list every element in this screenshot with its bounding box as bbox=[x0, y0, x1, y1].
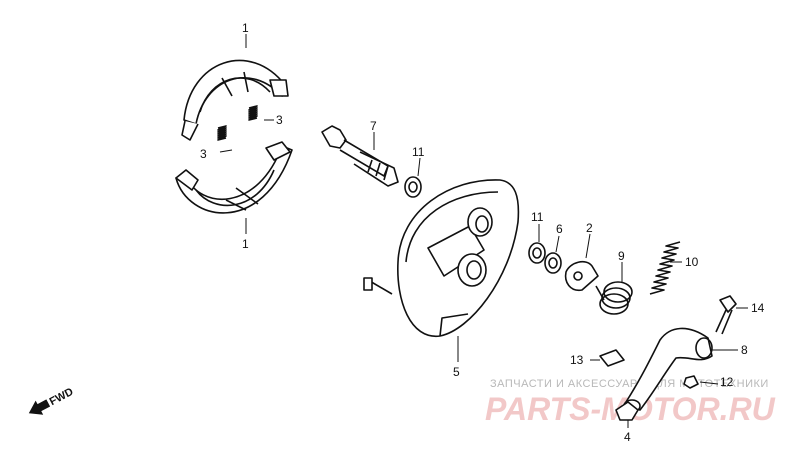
callout-14: 14 bbox=[751, 301, 765, 315]
callout-6: 6 bbox=[556, 222, 563, 236]
callout-9: 9 bbox=[618, 249, 625, 263]
callout-10: 10 bbox=[685, 255, 699, 269]
arm-pin bbox=[599, 349, 625, 367]
watermark-subtitle: ЗАПЧАСТИ И АКСЕССУАРЫ ДЛЯ МОТОТЕХНИКИ bbox=[490, 378, 769, 390]
wear-indicator-plate bbox=[564, 260, 599, 292]
callout-12: 12 bbox=[720, 375, 734, 389]
leader-lines bbox=[219, 34, 748, 428]
callout-11-lower: 11 bbox=[531, 210, 544, 224]
shoe-spring-right bbox=[248, 105, 258, 121]
brake-shoe-upper bbox=[181, 59, 289, 141]
felt-seal bbox=[544, 252, 562, 274]
return-spring bbox=[595, 281, 633, 315]
arm-bolt bbox=[715, 295, 737, 335]
adjusting-nut bbox=[683, 375, 699, 389]
callout-5: 5 bbox=[453, 365, 460, 379]
shoe-spring-left bbox=[217, 125, 227, 141]
forward-direction-indicator: FWD bbox=[28, 386, 76, 415]
brake-shoe-lower bbox=[175, 141, 293, 214]
callout-11-upper: 11 bbox=[412, 145, 425, 159]
washer-lower bbox=[528, 242, 546, 264]
fwd-label: FWD bbox=[48, 386, 76, 408]
callout-8: 8 bbox=[741, 343, 748, 357]
callout-2: 2 bbox=[586, 221, 593, 235]
rod-joint bbox=[615, 401, 639, 421]
callout-1-lower: 1 bbox=[242, 237, 249, 251]
callout-4: 4 bbox=[624, 430, 631, 444]
callout-3-right: 3 bbox=[276, 113, 283, 127]
forward-arrow-icon bbox=[28, 399, 51, 415]
callout-7: 7 bbox=[370, 119, 377, 133]
callout-3-left: 3 bbox=[200, 147, 207, 161]
callout-13: 13 bbox=[570, 353, 584, 367]
brake-rod-spring bbox=[649, 241, 681, 295]
washer-upper bbox=[404, 176, 422, 198]
callout-1-upper: 1 bbox=[242, 21, 249, 35]
brake-cam-shaft bbox=[321, 125, 399, 187]
brake-panel bbox=[363, 179, 520, 337]
